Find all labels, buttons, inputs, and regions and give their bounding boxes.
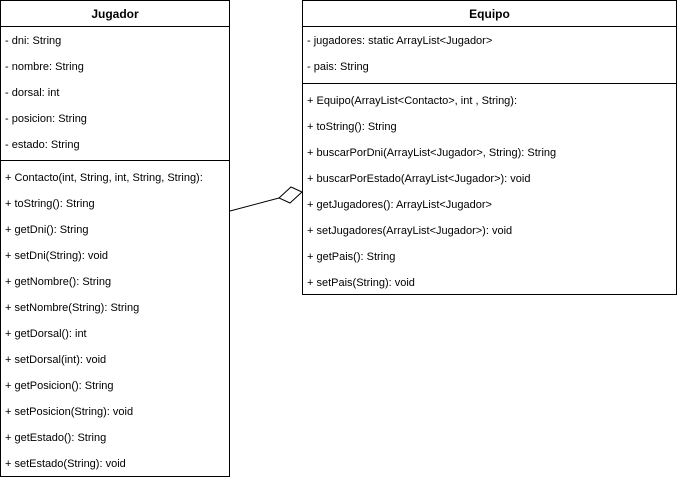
method-getdorsal: + getDorsal(): int: [5, 328, 87, 340]
aggregation-diamond-icon: [278, 186, 303, 204]
class-jugador[interactable]: Jugador - dni: String - nombre: String -…: [0, 0, 230, 477]
class-equipo-attributes: - jugadores: static ArrayList<Jugador> -…: [303, 28, 676, 84]
method-tostring: + toString(): String: [5, 198, 95, 210]
attribute-posicion: - posicion: String: [5, 113, 87, 125]
class-equipo-methods: + Equipo(ArrayList<Contacto>, int , Stri…: [303, 84, 676, 296]
method-getpais: + getPais(): String: [307, 251, 396, 263]
method-getdni: + getDni(): String: [5, 224, 89, 236]
attribute-pais: - pais: String: [307, 61, 369, 73]
method-buscarpordni: + buscarPorDni(ArrayList<Jugador>, Strin…: [307, 147, 557, 159]
method-contacto: + Contacto(int, String, int, String, Str…: [5, 172, 203, 184]
method-getposicion: + getPosicion(): String: [5, 380, 114, 392]
method-getestado: + getEstado(): String: [5, 432, 107, 444]
attribute-estado: - estado: String: [5, 139, 80, 151]
class-jugador-title: Jugador: [1, 1, 229, 27]
class-jugador-methods: + Contacto(int, String, int, String, Str…: [1, 161, 229, 477]
method-setposicion: + setPosicion(String): void: [5, 406, 134, 418]
method-equipo-tostring: + toString(): String: [307, 121, 397, 133]
class-equipo-title: Equipo: [303, 1, 676, 27]
method-equipo-constructor: + Equipo(ArrayList<Contacto>, int , Stri…: [307, 95, 518, 107]
method-setdni: + setDni(String): void: [5, 250, 109, 262]
method-getjugadores: + getJugadores(): ArrayList<Jugador>: [307, 199, 492, 211]
method-setjugadores: + setJugadores(ArrayList<Jugador>): void: [307, 225, 513, 237]
class-jugador-attributes: - dni: String - nombre: String - dorsal:…: [1, 28, 229, 161]
attribute-dni: - dni: String: [5, 35, 62, 47]
method-setpais: + setPais(String): void: [307, 277, 415, 289]
method-setestado: + setEstado(String): void: [5, 458, 126, 470]
method-getnombre: + getNombre(): String: [5, 276, 112, 288]
method-buscarporestado: + buscarPorEstado(ArrayList<Jugador>): v…: [307, 173, 531, 185]
attribute-jugadores: - jugadores: static ArrayList<Jugador>: [307, 35, 493, 47]
aggregation-line[interactable]: [229, 197, 280, 212]
method-setdorsal: + setDorsal(int): void: [5, 354, 107, 366]
attribute-dorsal: - dorsal: int: [5, 87, 60, 99]
class-equipo[interactable]: Equipo - jugadores: static ArrayList<Jug…: [302, 0, 677, 295]
attribute-nombre: - nombre: String: [5, 61, 84, 73]
method-setnombre: + setNombre(String): String: [5, 302, 140, 314]
